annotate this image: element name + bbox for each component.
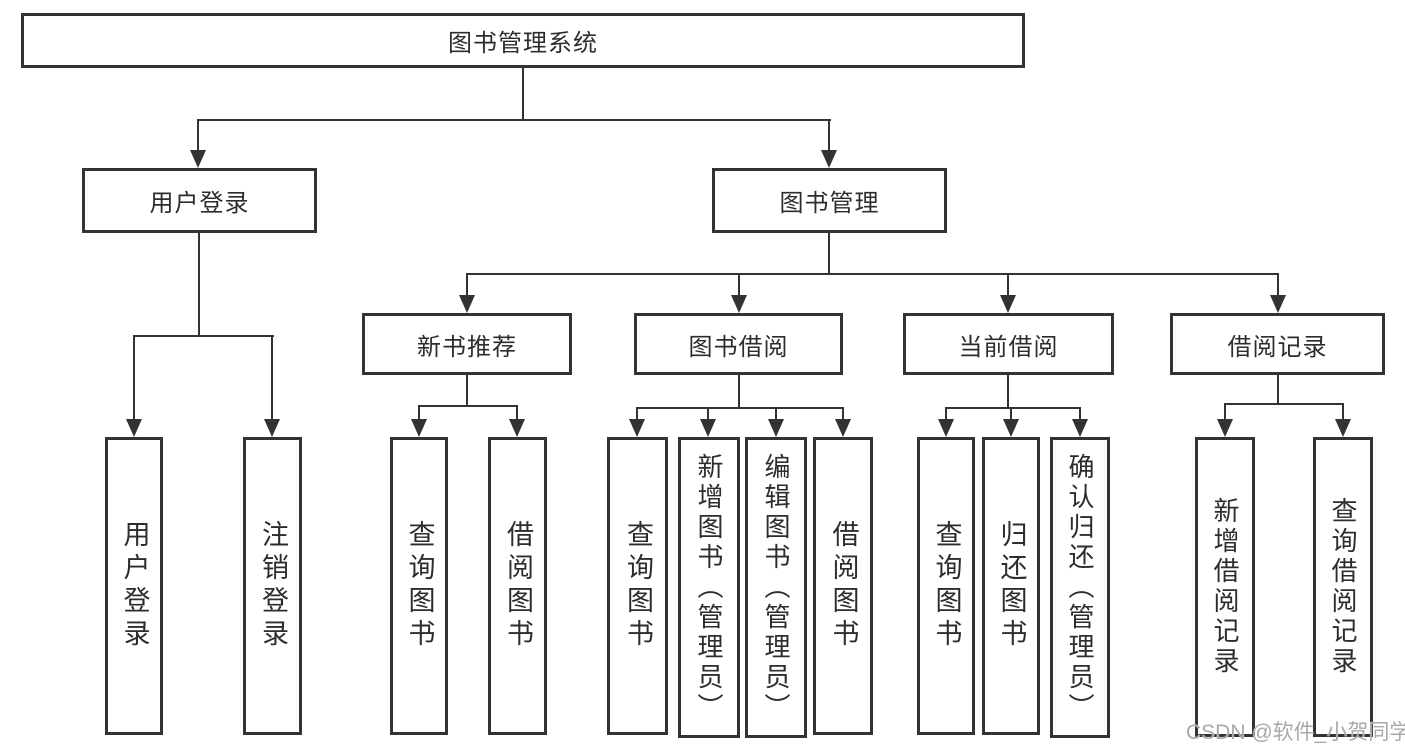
- connector-line: [271, 335, 273, 421]
- connector-line: [418, 405, 518, 407]
- connector-line: [133, 335, 274, 337]
- node-leaf-add-borrow-record: 新增借阅记录: [1195, 437, 1255, 737]
- node-borrowing-records: 借阅记录: [1170, 313, 1385, 375]
- connector-line: [775, 407, 777, 421]
- node-label: 用户登录: [119, 520, 150, 652]
- connector-line: [738, 375, 740, 409]
- node-leaf-user-login: 用户登录: [105, 437, 163, 735]
- node-new-book-recommendation: 新书推荐: [362, 313, 572, 375]
- connector-line: [197, 119, 199, 152]
- node-label: 借阅图书: [503, 520, 533, 652]
- arrow-down-icon: [629, 419, 645, 437]
- node-leaf-logout: 注销登录: [243, 437, 302, 735]
- node-label: 借阅图书: [828, 520, 859, 652]
- node-label: 查询借阅记录: [1328, 497, 1358, 677]
- node-leaf-return-books: 归还图书: [982, 437, 1040, 735]
- node-label: 查询图书: [623, 520, 653, 652]
- node-leaf-query-books-current: 查询图书: [917, 437, 975, 735]
- connector-line: [636, 407, 844, 409]
- arrow-down-icon: [731, 295, 747, 313]
- connector-line: [1007, 375, 1009, 409]
- arrow-down-icon: [1270, 295, 1286, 313]
- arrow-down-icon: [938, 419, 954, 437]
- node-book-borrowing: 图书借阅: [634, 313, 843, 375]
- connector-line: [1277, 375, 1279, 405]
- node-book-management: 图书管理: [712, 168, 947, 233]
- connector-line: [198, 233, 200, 337]
- connector-line: [738, 273, 740, 297]
- arrow-down-icon: [264, 419, 280, 437]
- arrow-down-icon: [1000, 295, 1016, 313]
- connector-line: [842, 407, 844, 421]
- node-leaf-borrow-books-recommend: 借阅图书: [488, 437, 547, 735]
- node-label: 查询图书: [931, 520, 962, 652]
- arrow-down-icon: [509, 419, 525, 437]
- connector-line: [945, 407, 1081, 409]
- connector-line: [1277, 273, 1279, 297]
- node-label: 新书推荐: [417, 333, 517, 361]
- connector-line: [636, 407, 638, 421]
- connector-line: [828, 119, 830, 152]
- connector-line: [197, 119, 831, 121]
- connector-line: [1224, 403, 1344, 405]
- node-label: 当前借阅: [958, 333, 1059, 361]
- node-leaf-confirm-return-admin: 确认归还（管理员）: [1050, 437, 1110, 738]
- node-label: 新增借阅记录: [1210, 497, 1240, 677]
- node-library-management-system: 图书管理系统: [21, 13, 1025, 68]
- arrow-down-icon: [1003, 419, 1019, 437]
- node-leaf-query-books-borrow: 查询图书: [607, 437, 668, 735]
- arrow-down-icon: [459, 295, 475, 313]
- connector-line: [1010, 407, 1012, 421]
- connector-line: [522, 68, 524, 121]
- node-label: 用户登录: [149, 190, 250, 217]
- connector-line: [1342, 403, 1344, 421]
- node-current-borrowing: 当前借阅: [903, 313, 1114, 375]
- connector-line: [707, 407, 709, 421]
- node-label: 编辑图书（管理员）: [761, 452, 791, 723]
- arrow-down-icon: [1335, 419, 1351, 437]
- csdn-watermark: CSDN @软件_小贺同学: [1186, 721, 1405, 744]
- arrow-down-icon: [1072, 419, 1088, 437]
- node-leaf-add-books-admin: 新增图书（管理员）: [678, 437, 740, 738]
- connector-line: [516, 405, 518, 421]
- node-leaf-borrow-books: 借阅图书: [813, 437, 873, 735]
- connector-line: [466, 375, 468, 407]
- connector-line: [466, 273, 468, 297]
- connector-line: [1007, 273, 1009, 297]
- connector-line: [828, 233, 830, 275]
- connector-line: [418, 405, 420, 421]
- node-label: 新增图书（管理员）: [694, 452, 724, 723]
- node-label: 确认归还（管理员）: [1065, 452, 1095, 723]
- connector-line: [945, 407, 947, 421]
- connector-line: [1224, 403, 1226, 421]
- node-label: 借阅记录: [1227, 333, 1328, 361]
- connector-line: [133, 335, 135, 421]
- arrow-down-icon: [411, 419, 427, 437]
- connector-line: [466, 273, 1279, 275]
- arrow-down-icon: [768, 419, 784, 437]
- arrow-down-icon: [1217, 419, 1233, 437]
- node-label: 查询图书: [404, 520, 435, 652]
- node-leaf-edit-books-admin: 编辑图书（管理员）: [745, 437, 807, 738]
- arrow-down-icon: [835, 419, 851, 437]
- arrow-down-icon: [821, 150, 837, 168]
- node-label: 归还图书: [996, 520, 1027, 652]
- arrow-down-icon: [700, 419, 716, 437]
- node-leaf-query-books-recommend: 查询图书: [390, 437, 448, 735]
- node-label: 图书借阅: [688, 333, 789, 361]
- node-user-login: 用户登录: [82, 168, 317, 233]
- arrow-down-icon: [190, 150, 206, 168]
- node-label: 图书管理: [779, 190, 880, 217]
- node-leaf-query-borrow-record: 查询借阅记录: [1313, 437, 1373, 737]
- arrow-down-icon: [126, 419, 142, 437]
- connector-line: [1079, 407, 1081, 421]
- node-label: 注销登录: [258, 520, 288, 652]
- node-label: 图书管理系统: [448, 30, 598, 57]
